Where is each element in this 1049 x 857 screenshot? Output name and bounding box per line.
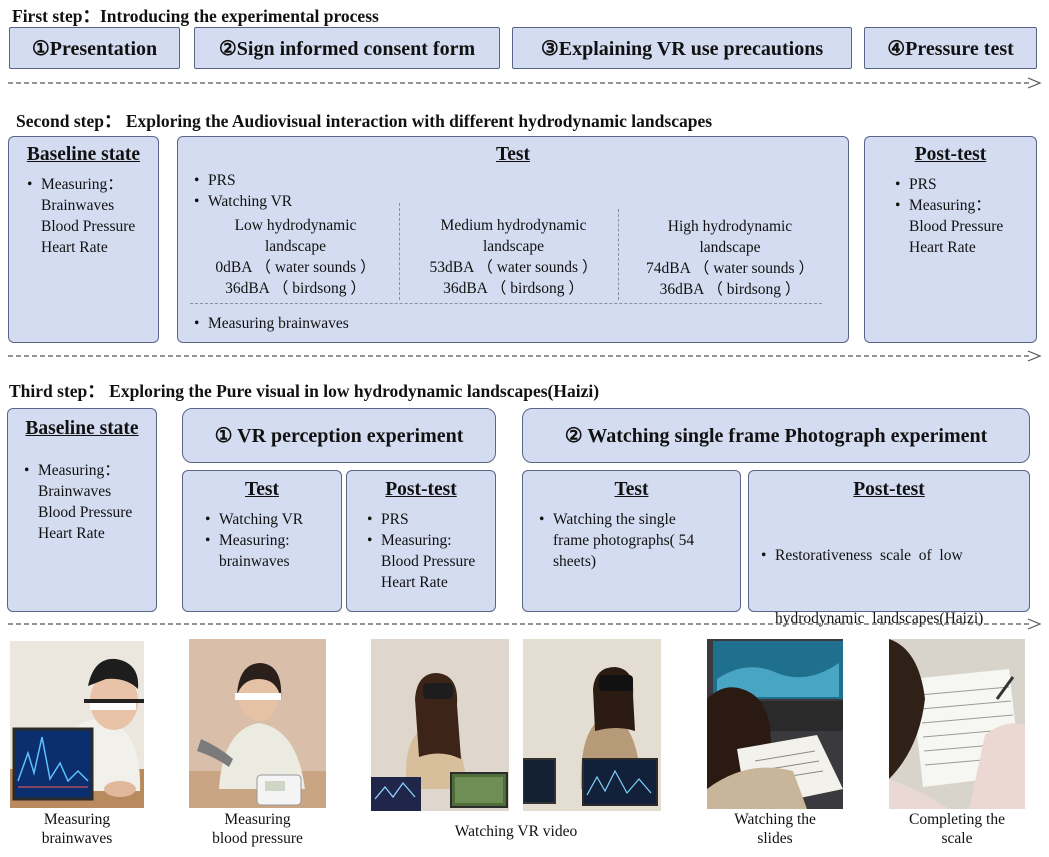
- step2-test-box: Test PRS Watching VR Low hydrodynamic la…: [177, 136, 849, 343]
- step3-photo-posttest-item: Restorativeness scale of low: [757, 545, 1029, 566]
- step3-photo-posttest-line: hydrodynamic landscapes(Haizi): [775, 610, 984, 627]
- column-name: landscape: [264, 238, 327, 255]
- step2-baseline-box: Baseline state Measuring： Brainwaves Blo…: [8, 136, 159, 343]
- step3-heading: Third step： Exploring the Pure visual in…: [9, 381, 600, 401]
- step2-baseline-line: Blood Pressure: [41, 218, 136, 235]
- photo-vr-watching-2: [523, 639, 661, 811]
- photo-measuring-blood-pressure: [189, 639, 326, 808]
- caption-vr-video: Watching VR video: [433, 822, 599, 841]
- column-bird-level: 36dBA （ birdsong ）: [225, 280, 366, 297]
- column-bird-level: 36dBA （ birdsong ）: [443, 280, 584, 297]
- photo-vr-watching-1: [371, 639, 509, 811]
- step3-baseline-line: Brainwaves: [38, 483, 112, 500]
- step3-photo-test-box: Test Watching the single frame photograp…: [522, 470, 741, 612]
- photo-completing-scale: [889, 639, 1025, 809]
- step3-vr-test-item: Watching VR: [201, 509, 341, 530]
- step2-test-item: Watching VR: [190, 191, 292, 212]
- step3-vr-posttest-line: Heart Rate: [381, 574, 448, 591]
- column-water-level: 0dBA （ water sounds ）: [215, 259, 376, 276]
- step3-baseline-box: Baseline state Measuring： Brainwaves Blo…: [7, 408, 157, 612]
- step3-vr-header: ① VR perception experiment: [182, 408, 496, 463]
- step2-posttest-line: Blood Pressure: [909, 218, 1004, 235]
- step3-photo-test-item: Watching the single: [535, 509, 740, 530]
- caption-line: Watching VR video: [454, 823, 578, 840]
- step2-posttest-line: Heart Rate: [909, 239, 976, 256]
- step2-column-low: Low hydrodynamic landscape 0dBA （ water …: [188, 215, 403, 299]
- caption-line: Watching the: [734, 811, 816, 828]
- photo-watching-slides: [707, 639, 843, 809]
- column-name: landscape: [482, 238, 545, 255]
- step3-vr-test-item: Measuring:: [201, 530, 341, 551]
- step3-photo-test-line: frame photographs( 54: [553, 532, 695, 549]
- step3-vr-posttest-item: PRS: [363, 509, 495, 530]
- caption-line: Completing the: [908, 811, 1005, 828]
- caption-line: scale: [941, 830, 973, 847]
- step3-vr-test-line: brainwaves: [219, 553, 290, 570]
- caption-line: Measuring: [43, 811, 111, 828]
- photo-measuring-brainwaves: [10, 641, 144, 808]
- step2-posttest-item: PRS: [891, 174, 1036, 195]
- caption-blood-pressure: Measuring blood pressure: [189, 810, 326, 848]
- step3-vr-posttest-box: Post-test PRS Measuring: Blood Pressure …: [346, 470, 496, 612]
- column-divider: [399, 203, 400, 300]
- step3-vr-posttest-item: Measuring:: [363, 530, 495, 551]
- step1-presentation-box: ①Presentation: [9, 27, 180, 69]
- column-name: Medium hydrodynamic: [440, 217, 587, 234]
- step1-consent-box: ②Sign informed consent form: [194, 27, 500, 69]
- caption-line: Measuring: [224, 811, 291, 828]
- step3-photo-posttest-title: Post-test: [853, 479, 925, 500]
- step3-baseline-title: Baseline state: [25, 418, 139, 439]
- caption-scale: Completing the scale: [889, 810, 1025, 848]
- step2-posttest-box: Post-test PRS Measuring： Blood Pressure …: [864, 136, 1037, 343]
- column-water-level: 74dBA （ water sounds ）: [646, 260, 814, 277]
- step3-vr-test-title: Test: [245, 479, 279, 500]
- caption-brainwaves: Measuring brainwaves: [10, 810, 144, 848]
- step2-test-title: Test: [496, 144, 530, 165]
- step2-posttest-item: Measuring：: [891, 195, 1036, 216]
- step2-arrow: [8, 350, 1042, 362]
- caption-line: brainwaves: [41, 830, 113, 847]
- step3-baseline-measuring: Measuring：: [20, 460, 156, 481]
- caption-slides: Watching the slides: [707, 810, 843, 848]
- step1-arrow: [8, 77, 1042, 89]
- test-divider: [190, 303, 822, 304]
- step3-photo-header: ② Watching single frame Photograph exper…: [522, 408, 1030, 463]
- step2-column-high: High hydrodynamic landscape 74dBA （ wate…: [622, 216, 838, 300]
- caption-line: blood pressure: [212, 830, 303, 847]
- step2-baseline-line: Brainwaves: [41, 197, 115, 214]
- step3-vr-posttest-line: Blood Pressure: [381, 553, 476, 570]
- step3-photo-posttest-box: Post-test Restorativeness scale of low h…: [748, 470, 1030, 627]
- step3-vr-posttest-title: Post-test: [385, 479, 457, 500]
- step3-vr-test-box: Test Watching VR Measuring: brainwaves: [182, 470, 342, 612]
- column-water-level: 53dBA （ water sounds ）: [429, 259, 598, 276]
- step2-heading: Second step： Exploring the Audiovisual i…: [16, 111, 713, 131]
- step2-baseline-title: Baseline state: [26, 144, 141, 165]
- column-name: Low hydrodynamic: [234, 217, 357, 234]
- step2-baseline-measuring: Measuring：: [23, 174, 158, 195]
- step2-test-footer: Measuring brainwaves: [190, 313, 349, 334]
- step2-posttest-title: Post-test: [914, 144, 987, 165]
- column-name: High hydrodynamic: [667, 218, 793, 235]
- step3-baseline-line: Blood Pressure: [38, 504, 133, 521]
- column-divider: [618, 209, 619, 300]
- column-bird-level: 36dBA （ birdsong ）: [659, 281, 801, 298]
- step3-photo-test-title: Test: [614, 479, 649, 500]
- step3-baseline-line: Heart Rate: [38, 525, 105, 542]
- step2-test-item: PRS: [190, 170, 292, 191]
- step2-baseline-line: Heart Rate: [41, 239, 108, 256]
- step3-arrow: [8, 618, 1042, 630]
- step2-column-medium: Medium hydrodynamic landscape 53dBA （ wa…: [406, 215, 621, 299]
- column-name: landscape: [699, 239, 761, 256]
- step1-pressure-test-box: ④Pressure test: [864, 27, 1037, 69]
- step3-photo-test-line: sheets): [553, 553, 597, 570]
- step1-heading: First step：Introducing the experimental …: [12, 6, 379, 26]
- caption-line: slides: [757, 830, 793, 847]
- step1-vr-precautions-box: ③Explaining VR use precautions: [512, 27, 852, 69]
